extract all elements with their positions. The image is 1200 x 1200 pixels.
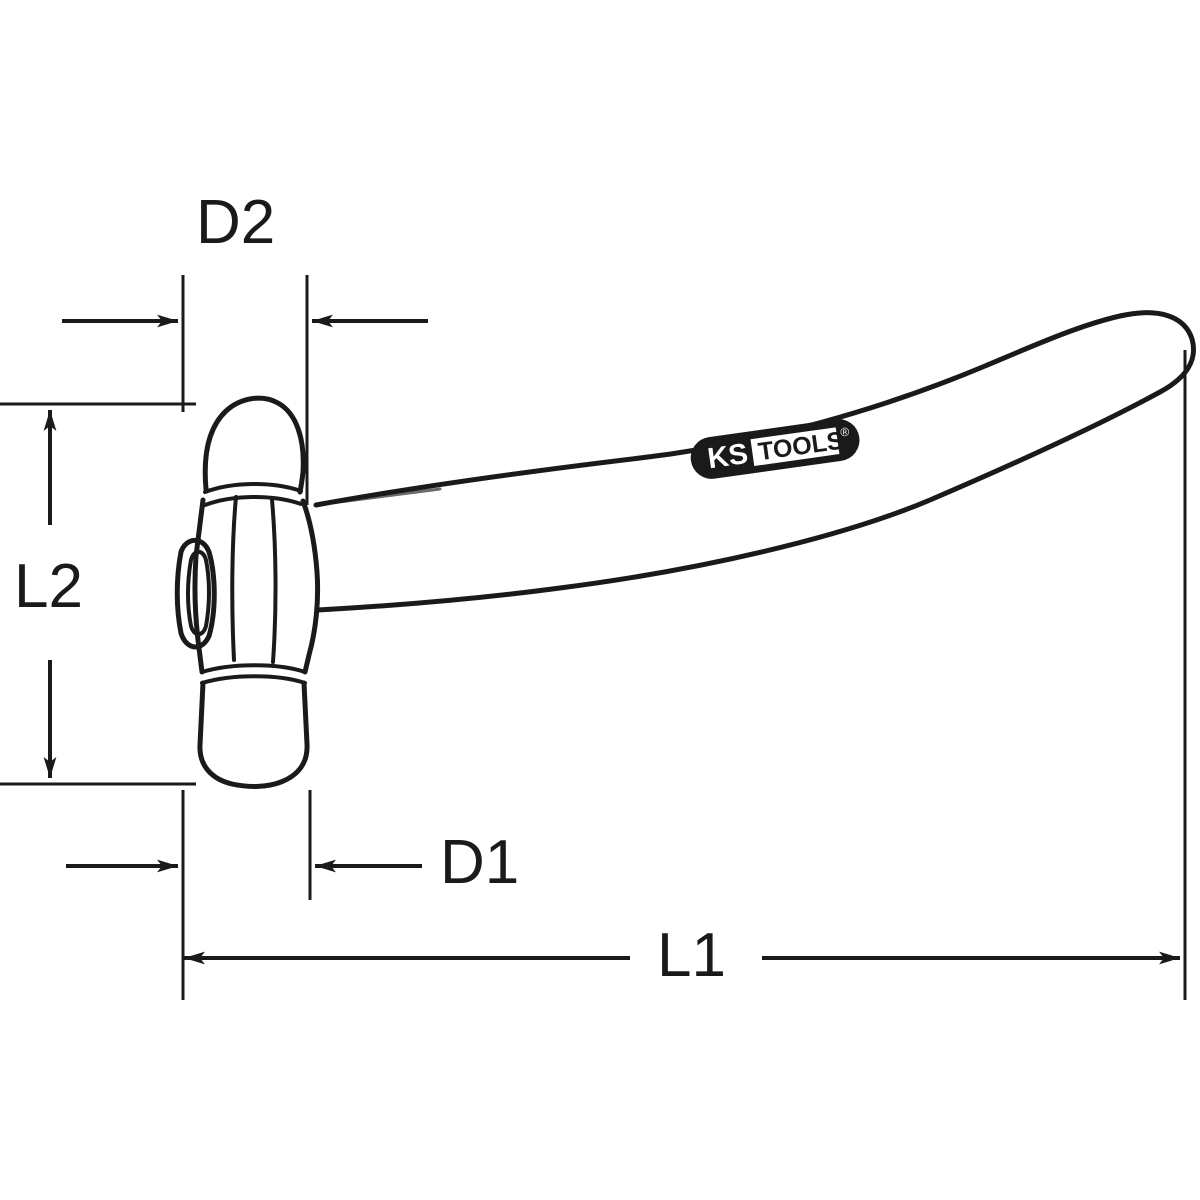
- brand-registered-mark: ®: [839, 425, 850, 440]
- hammer-illustration: KS TOOLS ®: [174, 310, 1196, 789]
- dimension-l1: [184, 350, 1187, 1000]
- dimension-label-l2: L2: [14, 552, 83, 621]
- hammer-eye-hole: [174, 537, 217, 650]
- dimension-label-d2: D2: [196, 188, 276, 257]
- hammer-ball-pein: [202, 395, 306, 507]
- dimension-label-d1: D1: [440, 828, 520, 897]
- hammer-striking-face: [197, 680, 310, 789]
- brand-badge: KS TOOLS ®: [690, 419, 860, 479]
- dimension-label-l1: L1: [657, 921, 726, 990]
- hammer-handle: [313, 310, 1196, 613]
- dimension-l2: [0, 402, 196, 786]
- brand-name-ks: KS: [706, 438, 750, 475]
- hammer-head-body: [192, 495, 321, 685]
- dimension-d2: [62, 275, 428, 505]
- dimension-lines: [0, 275, 1187, 1000]
- dimension-d1: [66, 790, 422, 1000]
